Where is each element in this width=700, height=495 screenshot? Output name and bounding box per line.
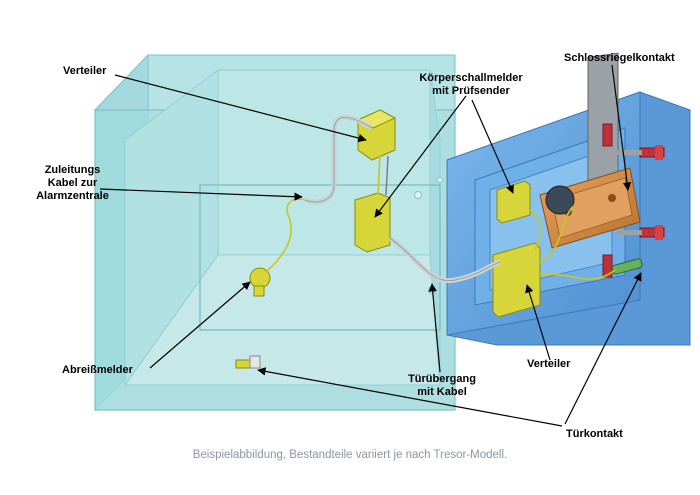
- callout-lines: [99, 64, 642, 427]
- figure-caption: Beispielabbildung, Bestandteile variiert…: [192, 449, 508, 461]
- cables: [264, 114, 616, 284]
- label-schlossriegelkontakt: Schlossriegelkontakt: [564, 52, 675, 64]
- label-koerperschall-line2: mit Prüfsender: [432, 85, 510, 97]
- label-zuleitung-line2: Kabel zur: [47, 177, 98, 189]
- line-schlossriegel: [611, 64, 632, 191]
- line-verteiler-door: [525, 284, 551, 361]
- label-koerperschall-line1: Körperschallmelder: [419, 72, 523, 84]
- line-tuerkontakt-door: [257, 367, 563, 427]
- label-koerperschallmelder: Körperschallmelder mit Prüfsender: [406, 72, 536, 98]
- label-tueruebergang-line1: Türübergang: [408, 373, 476, 385]
- label-tueruebergang: Türübergang mit Kabel: [402, 373, 482, 399]
- label-zuleitung-line3: Alarmzentrale: [36, 190, 109, 202]
- line-tuerkontakt-bolt: [564, 272, 642, 425]
- lock-assembly: [539, 52, 665, 278]
- label-tueruebergang-line2: mit Kabel: [417, 386, 467, 398]
- label-tuerkontakt: Türkontakt: [566, 428, 623, 440]
- label-abreissmelder: Abreißmelder: [62, 364, 133, 376]
- line-abreissmelder: [149, 281, 251, 369]
- label-zuleitung-line1: Zuleitungs: [44, 164, 101, 176]
- label-verteiler-door: Verteiler: [527, 358, 571, 370]
- label-zuleitung: Zuleitungs Kabel zur Alarmzentrale: [30, 164, 115, 203]
- line-koerperschall-door: [471, 99, 514, 194]
- line-koerperschall-safe: [374, 95, 467, 218]
- line-verteiler-top: [114, 74, 367, 143]
- line-zuleitung: [99, 188, 303, 201]
- label-verteiler-top: Verteiler: [63, 65, 107, 77]
- safe-body: [93, 53, 456, 412]
- line-tueruebergang: [428, 283, 441, 373]
